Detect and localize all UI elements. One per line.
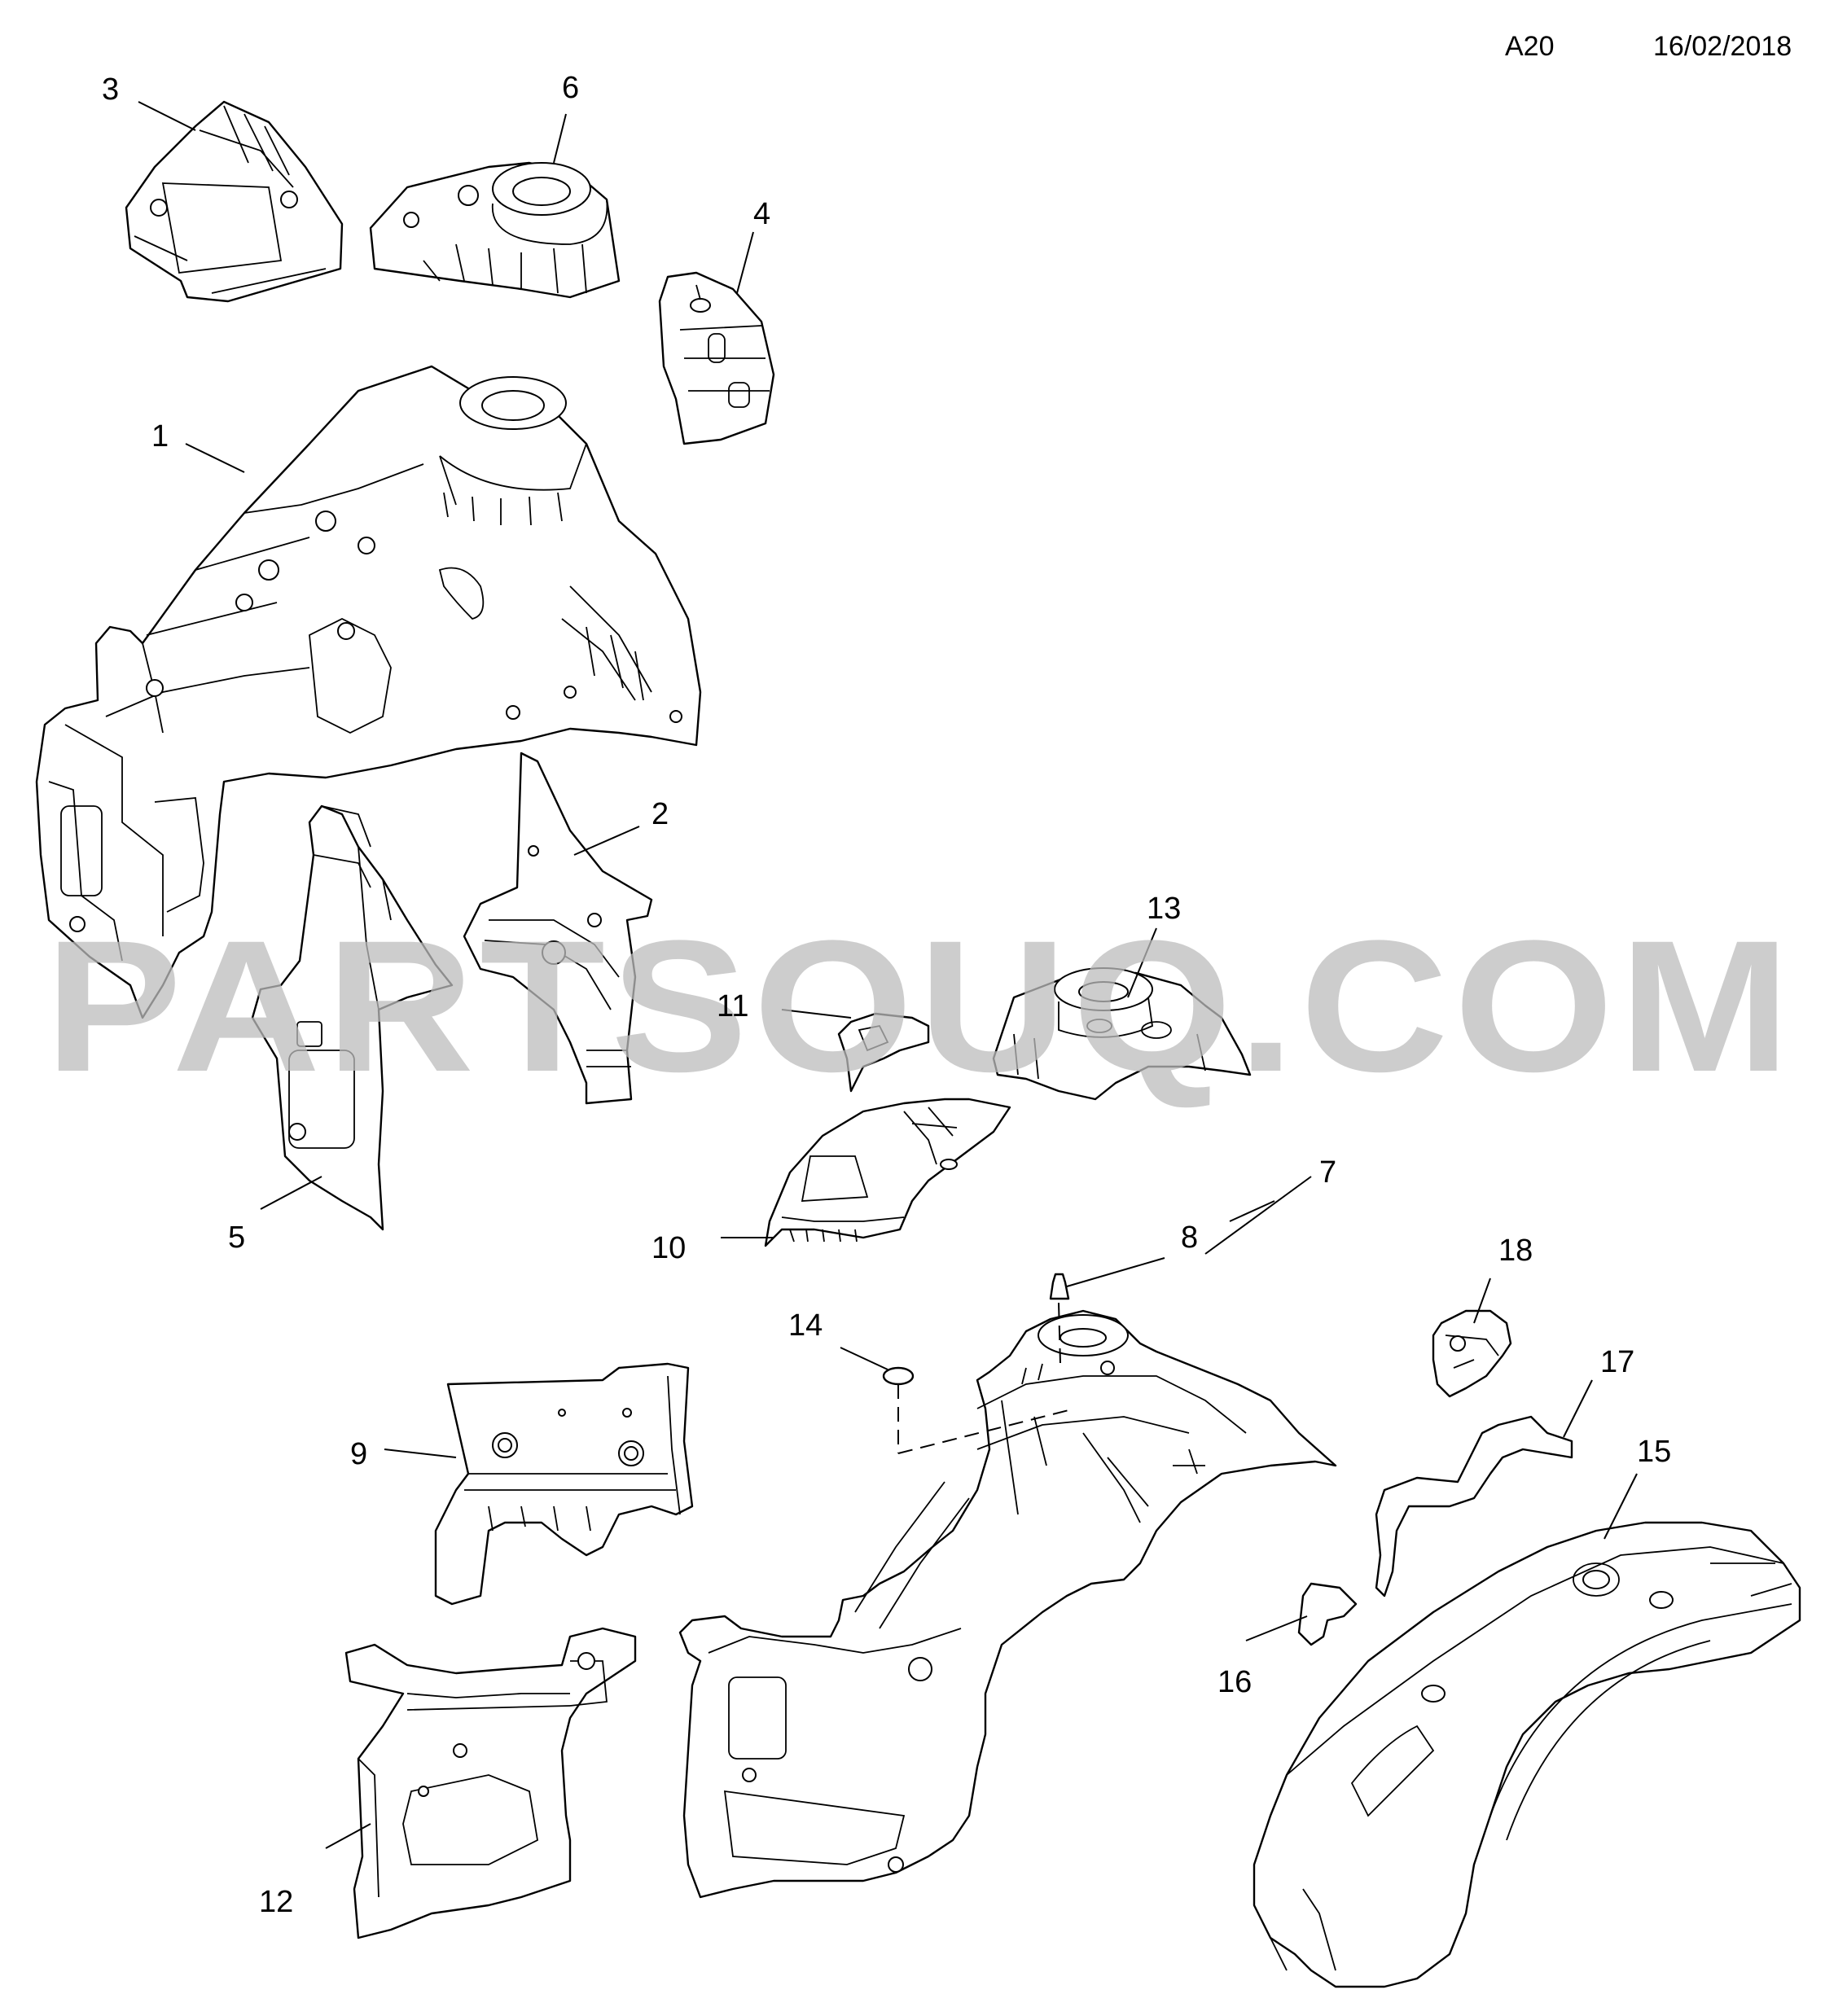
part-10[interactable] [764, 1098, 1011, 1247]
callout-13: 13 [1147, 892, 1181, 926]
callout-8: 8 [1181, 1221, 1198, 1255]
callout-9: 9 [350, 1437, 367, 1471]
part-17[interactable] [1375, 1415, 1573, 1597]
callout-12: 12 [259, 1885, 293, 1919]
callout-14: 14 [788, 1308, 823, 1343]
part-13[interactable] [992, 967, 1252, 1101]
callout-15: 15 [1637, 1435, 1671, 1469]
part-18[interactable] [1432, 1309, 1512, 1398]
part-15[interactable] [1253, 1521, 1801, 1988]
part-16[interactable] [1297, 1582, 1358, 1646]
callout-1: 1 [151, 419, 169, 454]
callout-16: 16 [1217, 1665, 1252, 1699]
callout-18: 18 [1498, 1234, 1533, 1268]
part-14[interactable] [882, 1366, 915, 1386]
diagram-date: 16/02/2018 [1653, 31, 1792, 62]
part-12[interactable] [344, 1627, 637, 1939]
callout-3: 3 [102, 72, 119, 107]
callout-4: 4 [753, 197, 770, 231]
assembly-line-7 [897, 1408, 1076, 1454]
callout-17: 17 [1600, 1345, 1634, 1379]
part-7[interactable] [678, 1309, 1337, 1899]
callout-6: 6 [562, 71, 579, 105]
part-2[interactable] [463, 752, 653, 1105]
callout-10: 10 [651, 1231, 686, 1265]
callout-5: 5 [228, 1221, 245, 1255]
part-6[interactable] [369, 161, 621, 299]
callout-11: 11 [717, 989, 748, 1023]
part-4[interactable] [658, 271, 775, 445]
watermark: PARTSOUQ.COM [45, 901, 1796, 1111]
leader-lines [138, 101, 1638, 1849]
part-11[interactable] [837, 1012, 930, 1093]
callout-7: 7 [1319, 1155, 1336, 1190]
callout-2: 2 [651, 797, 669, 831]
part-8[interactable] [1049, 1273, 1070, 1300]
part-1[interactable] [35, 365, 702, 1019]
part-5[interactable] [251, 804, 454, 1231]
diagram-code: A20 [1505, 31, 1555, 62]
assembly-line-8 [1058, 1302, 1061, 1365]
part-9[interactable] [434, 1362, 694, 1606]
part-3[interactable] [125, 100, 344, 303]
